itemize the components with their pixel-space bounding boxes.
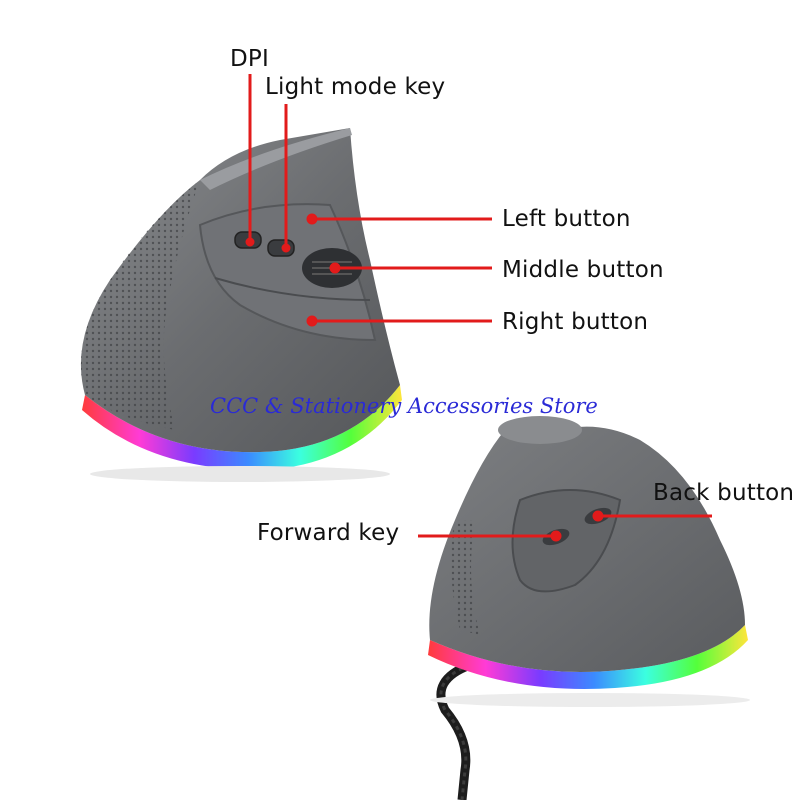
label-dpi: DPI [230, 46, 269, 72]
callout-lines [245, 74, 712, 542]
label-left-button: Left button [502, 206, 631, 232]
label-middle-button: Middle button [502, 257, 664, 283]
rgb-light-strip [82, 385, 402, 470]
usb-cable [436, 660, 472, 800]
mouse-side-view [428, 416, 750, 800]
mouse-front-view [80, 128, 402, 482]
rgb-light-strip [428, 625, 748, 690]
label-right-button: Right button [502, 309, 649, 335]
label-back-button: Back button [653, 480, 795, 506]
side-grip-texture [80, 180, 200, 430]
store-watermark: CCC & Stationery Accessories Store [210, 394, 598, 418]
label-forward-key: Forward key [257, 520, 400, 546]
label-light-mode-key: Light mode key [265, 74, 446, 100]
